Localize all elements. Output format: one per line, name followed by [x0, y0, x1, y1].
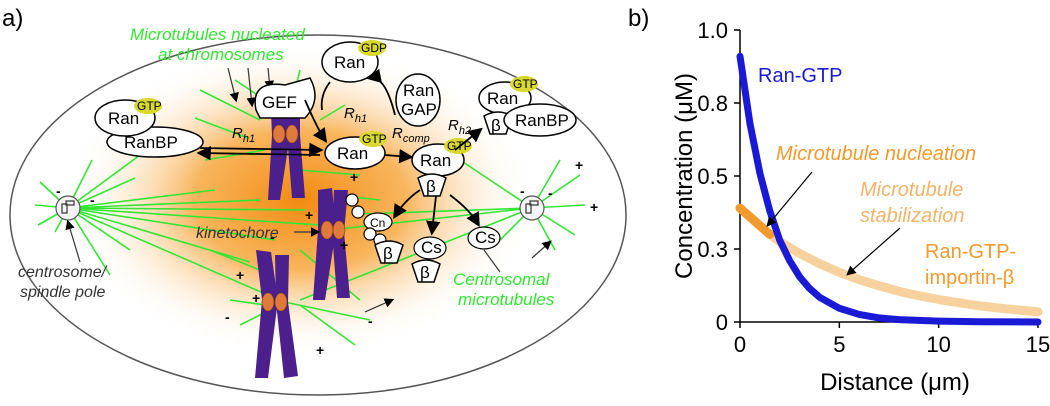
- y-tick-label: 0.3: [697, 237, 728, 262]
- annotation-stabilization-2: stabilization: [860, 205, 965, 227]
- svg-text:+: +: [252, 290, 260, 306]
- cs-free: Cs: [467, 226, 501, 273]
- svg-text:Ran: Ran: [334, 53, 365, 72]
- annotation-stabilization-1: Microtubule: [860, 179, 963, 201]
- svg-text:Ran: Ran: [403, 81, 434, 100]
- centrosome-left: [55, 195, 81, 221]
- svg-text:-: -: [548, 185, 553, 201]
- y-axis-label: Concentration (μM): [671, 73, 698, 279]
- ran-gtp-ranbp-left: Ran GTP RanBP: [94, 98, 204, 158]
- series-line-microtubule-nucleation: [735, 203, 775, 239]
- annotation-ran-gtp: Ran-GTP: [758, 65, 842, 87]
- svg-text:β: β: [420, 263, 430, 282]
- svg-text:-: -: [270, 229, 275, 245]
- x-axis-label: Distance (μm): [820, 369, 970, 396]
- svg-text:-: -: [56, 183, 61, 199]
- y-tick-label: 0: [716, 310, 728, 335]
- annotation-complex-1: Ran-GTP-: [925, 241, 1016, 263]
- svg-text:Ran: Ran: [420, 151, 451, 170]
- svg-text:+: +: [590, 199, 598, 215]
- svg-text:+: +: [316, 342, 324, 358]
- svg-text:+: +: [236, 267, 244, 283]
- cn-complex: Cn β: [345, 193, 404, 264]
- svg-text:β: β: [491, 116, 501, 135]
- svg-text:-: -: [225, 309, 230, 325]
- svg-text:Cn: Cn: [370, 216, 385, 230]
- svg-text:Rh2: Rh2: [448, 117, 471, 137]
- svg-text:β: β: [383, 244, 393, 263]
- series-line-ran-gtp: [736, 52, 1042, 326]
- svg-text:Rcomp: Rcomp: [392, 125, 430, 145]
- svg-text:Cs: Cs: [421, 238, 442, 257]
- label-centrosomal-1: Centrosomal: [453, 270, 551, 289]
- svg-text:+: +: [305, 207, 313, 223]
- rate-labels: Rh1 Rh1 Rcomp Rh2: [232, 105, 471, 145]
- concentration-chart: 0 5 10 15 0 0.3 0.5 0.8 1.0 Distance (μm) Concen…: [671, 18, 1050, 396]
- ran-gtp-importin-ranbp: Ran GTP β RanBP: [478, 76, 577, 137]
- svg-text:GTP: GTP: [362, 132, 387, 146]
- label-centrosome-2: spindle pole: [20, 284, 106, 301]
- reaction-arrows: [196, 68, 483, 236]
- svg-text:+: +: [575, 157, 583, 173]
- label-mt-nucleated-2: at chromosomes: [158, 45, 284, 64]
- annotation-nucleation: Microtubule nucleation: [776, 143, 976, 165]
- svg-text:GAP: GAP: [401, 100, 437, 119]
- svg-text:GTP: GTP: [513, 77, 538, 91]
- svg-text:Ran: Ran: [487, 89, 518, 108]
- svg-text:RanBP: RanBP: [124, 133, 178, 152]
- ran-gdp: Ran GDP: [321, 40, 387, 83]
- svg-text:Ran: Ran: [337, 144, 368, 163]
- y-tick-label: 0.5: [697, 164, 728, 189]
- label-kinetochore: kinetochore: [196, 225, 279, 242]
- svg-text:GTP: GTP: [137, 99, 162, 113]
- gef: GEF: [254, 77, 316, 119]
- svg-text:-: -: [90, 192, 95, 208]
- svg-text:+: +: [340, 237, 348, 253]
- svg-text:+: +: [350, 169, 358, 185]
- svg-text:-: -: [520, 183, 525, 199]
- svg-text:-: -: [368, 313, 373, 329]
- label-centrosomal-2: microtubules: [458, 290, 555, 309]
- kinetochores: [261, 124, 346, 312]
- x-tick-label: 10: [926, 332, 950, 357]
- rangap: Ran GAP: [395, 73, 441, 127]
- x-tick-label: 0: [734, 332, 746, 357]
- svg-text:Rh1: Rh1: [344, 105, 367, 125]
- label-mt-nucleated-1: Microtubules nucleated: [130, 25, 305, 44]
- series-group: [735, 52, 1043, 326]
- annotation-complex-2: importin-β: [925, 267, 1014, 289]
- polarity-signs: - - - - + + + + + + + - - + -: [56, 157, 598, 358]
- svg-text:β: β: [426, 177, 436, 196]
- x-tick-label: 5: [833, 332, 845, 357]
- panel-b-label: b): [628, 5, 649, 32]
- svg-text:GEF: GEF: [262, 93, 297, 112]
- y-tick-label: 1.0: [697, 18, 728, 43]
- y-tick-label: 0.8: [697, 91, 728, 116]
- axis-ticks: 0 5 10 15 0 0.3 0.5 0.8 1.0: [697, 18, 1050, 357]
- x-tick-label: 15: [1026, 332, 1050, 357]
- ran-gtp-center: Ran GTP: [324, 131, 387, 170]
- svg-text:Cs: Cs: [475, 228, 496, 247]
- label-centrosome-1: centrosome/: [18, 264, 108, 281]
- panel-a-label: a): [2, 5, 23, 32]
- svg-text:GDP: GDP: [361, 41, 387, 55]
- cs-complex-bound: Cs β: [411, 236, 447, 283]
- series-line-ran-gtp-importin-: [765, 229, 1043, 317]
- centrosome-right: [519, 195, 545, 221]
- svg-text:RanBP: RanBP: [515, 111, 569, 130]
- svg-text:Rh1: Rh1: [232, 125, 255, 145]
- svg-text:Ran: Ran: [108, 109, 139, 128]
